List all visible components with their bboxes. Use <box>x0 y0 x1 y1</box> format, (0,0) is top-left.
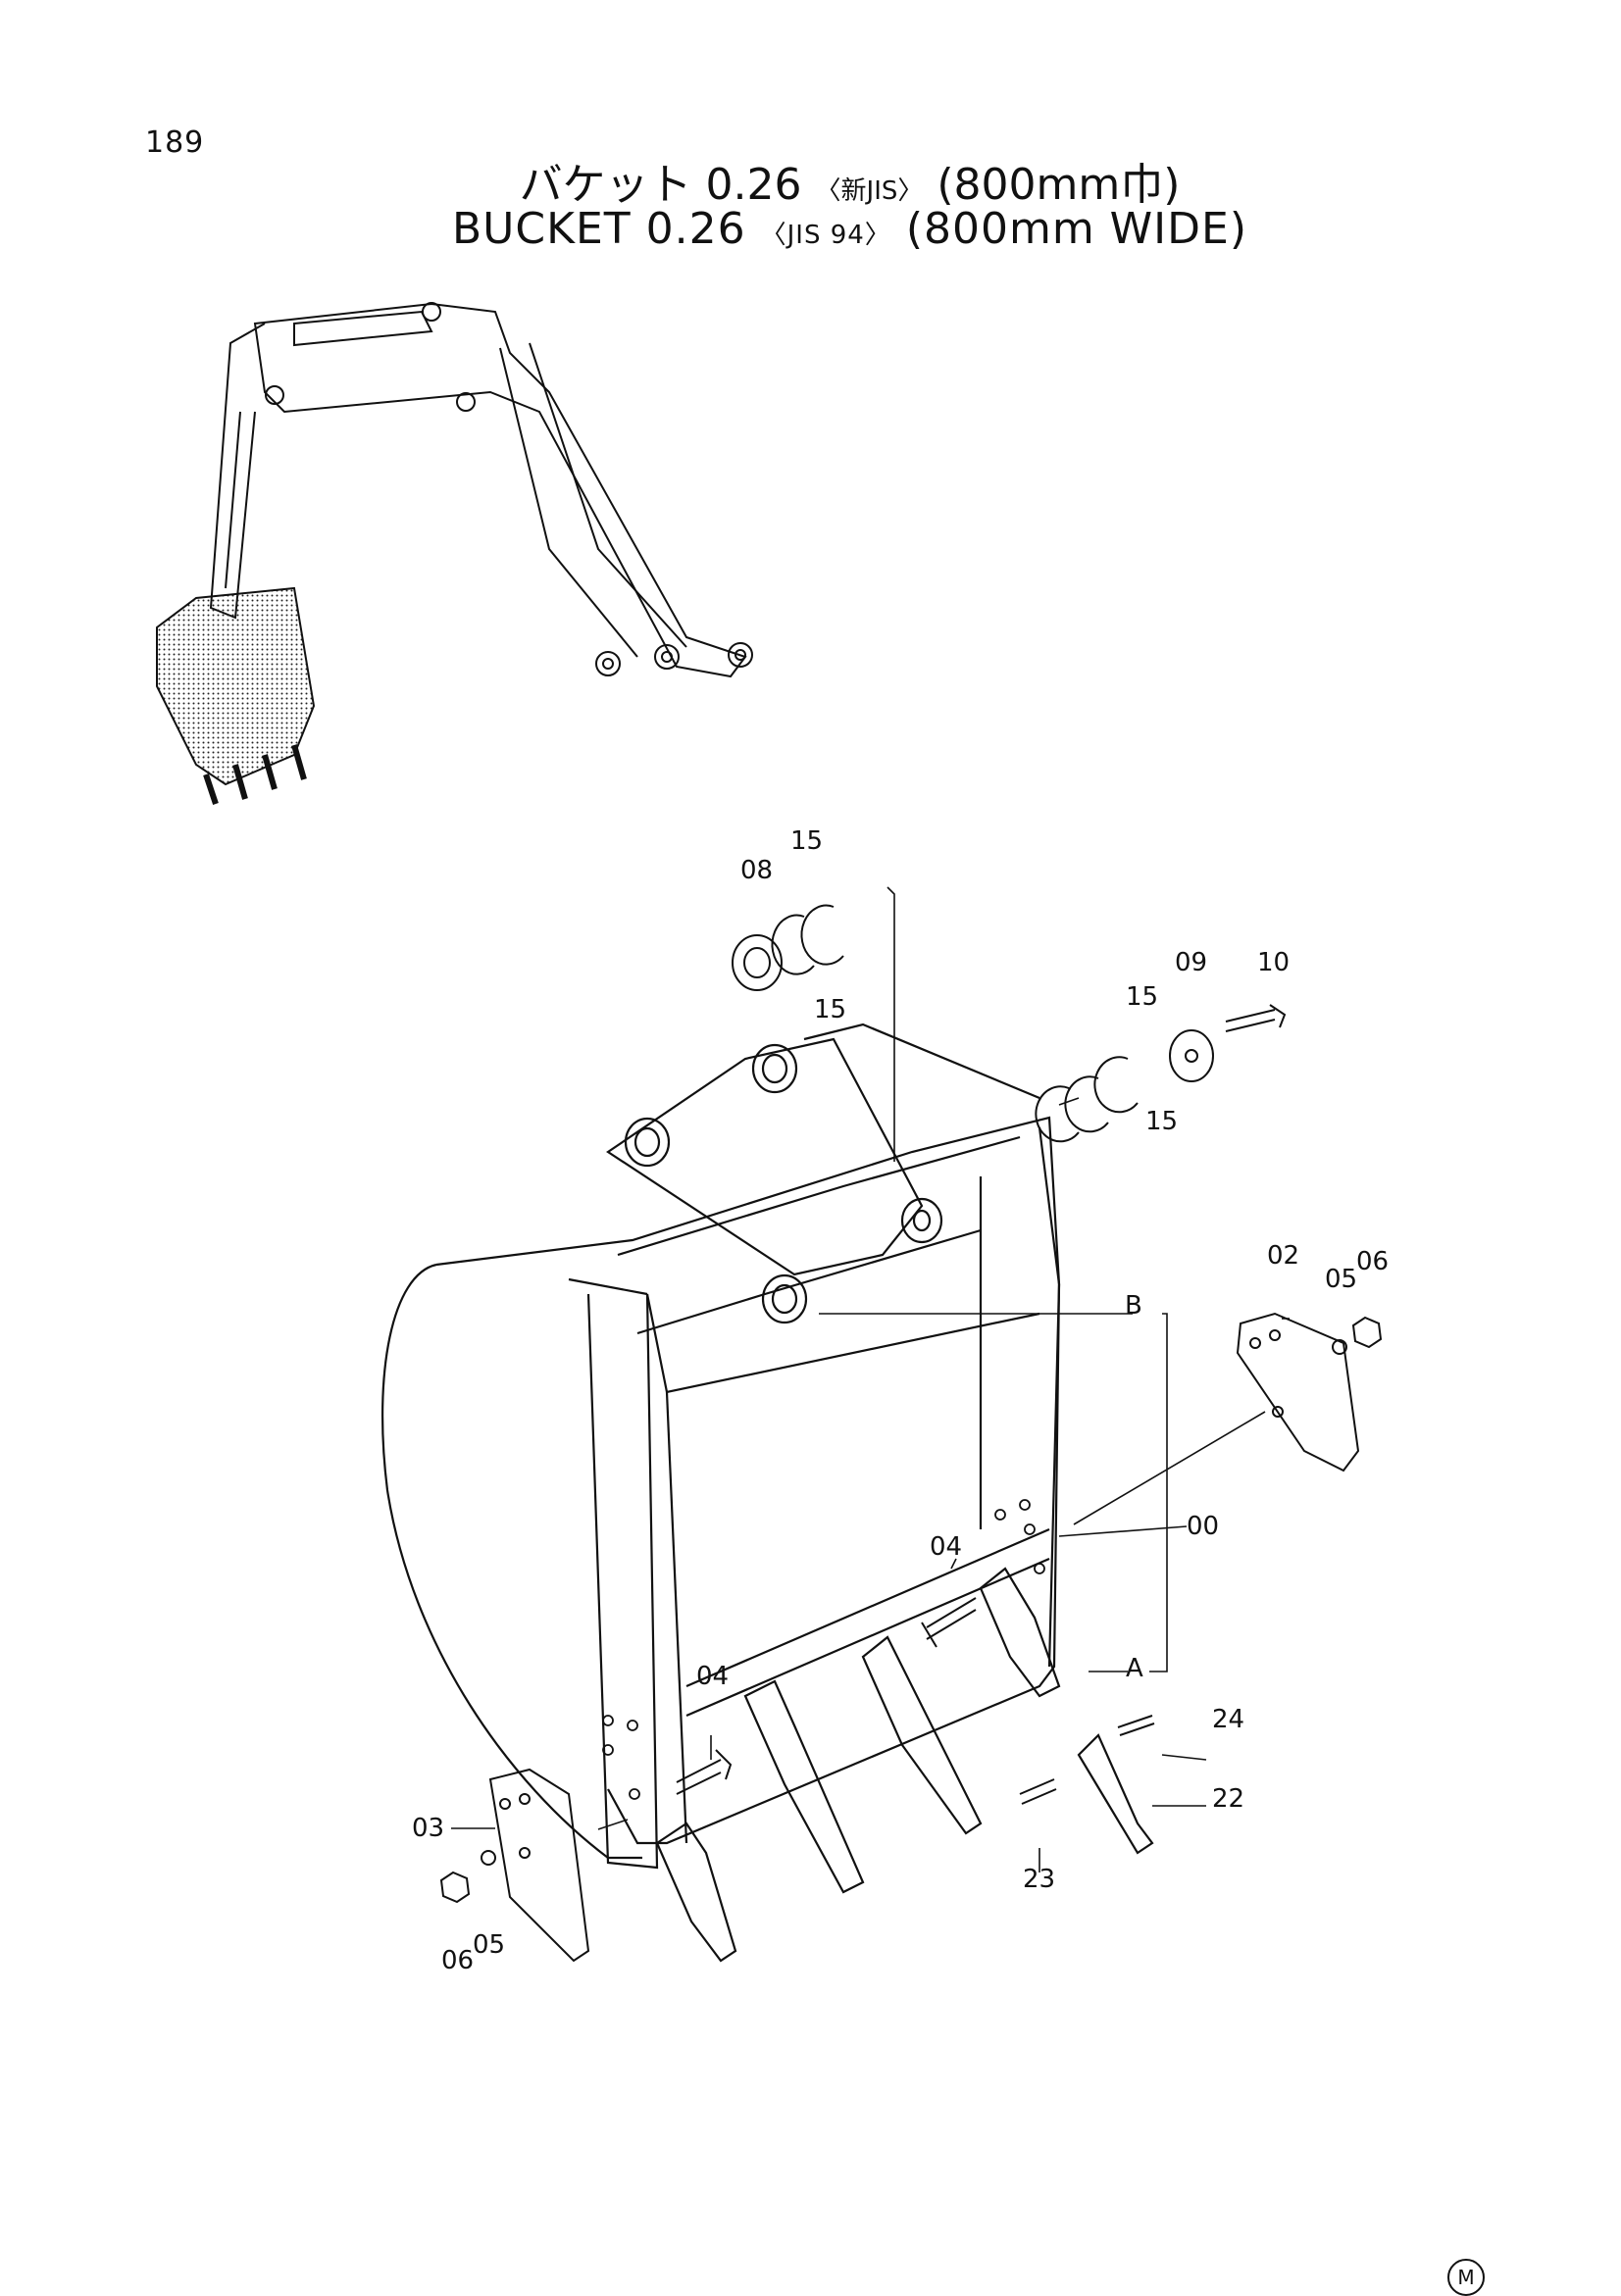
callout-15-right-lower: 15 <box>1145 1107 1178 1136</box>
callout-02: 02 <box>1267 1241 1299 1271</box>
title-english: BUCKET 0.26 〈JIS 94〉 (800mm WIDE) <box>39 204 1621 254</box>
title-japanese: バケット 0.26 〈新JIS〉 (800mm巾) <box>39 149 1621 212</box>
callout-04-left: 04 <box>696 1662 729 1691</box>
callout-10: 10 <box>1257 948 1290 977</box>
callout-00: 00 <box>1187 1512 1219 1541</box>
bucket-holes <box>602 1499 1045 1800</box>
leader-lines <box>451 886 1290 1872</box>
bolts-and-pins <box>676 1004 1287 1805</box>
callouts: 15 08 15 09 10 15 15 B 02 05 06 00 04 A … <box>412 826 1389 1975</box>
bucket-body <box>380 1116 1061 1870</box>
callout-15-lower: 15 <box>814 995 846 1024</box>
title-jp-standard: 〈新JIS〉 <box>815 176 924 206</box>
bucket-bosses <box>606 1023 1040 1324</box>
callout-06-left: 06 <box>441 1946 474 1975</box>
callout-05-left: 05 <box>473 1930 505 1960</box>
title-jp-width: (800mm巾) <box>937 160 1181 210</box>
page-number: 189 <box>145 125 205 160</box>
callout-03: 03 <box>412 1814 444 1843</box>
callout-15-right: 15 <box>1126 982 1158 1012</box>
callout-a: A <box>1126 1654 1143 1683</box>
shims-and-washers <box>439 904 1383 1904</box>
title-jp-main: バケット 0.26 <box>519 160 802 210</box>
excavator-arm-illustration <box>209 302 753 678</box>
callout-24: 24 <box>1212 1705 1244 1734</box>
callout-04-right: 04 <box>930 1532 962 1562</box>
title-en-main: BUCKET 0.26 <box>452 204 746 254</box>
callout-23: 23 <box>1023 1865 1055 1894</box>
callout-22: 22 <box>1212 1784 1244 1814</box>
callout-08: 08 <box>740 856 773 885</box>
callout-b: B <box>1125 1291 1142 1321</box>
callout-05-right: 05 <box>1325 1265 1357 1294</box>
corner-mark: M <box>1447 2259 1485 2296</box>
callout-15-top: 15 <box>790 826 823 856</box>
bucket-teeth <box>655 1567 1154 1963</box>
small-bucket-illustration <box>156 586 316 805</box>
title-en-standard: 〈JIS 94〉 <box>760 221 891 250</box>
callout-09: 09 <box>1175 948 1207 977</box>
title-en-width: (800mm WIDE) <box>905 204 1247 254</box>
callout-06-right: 06 <box>1356 1247 1389 1276</box>
